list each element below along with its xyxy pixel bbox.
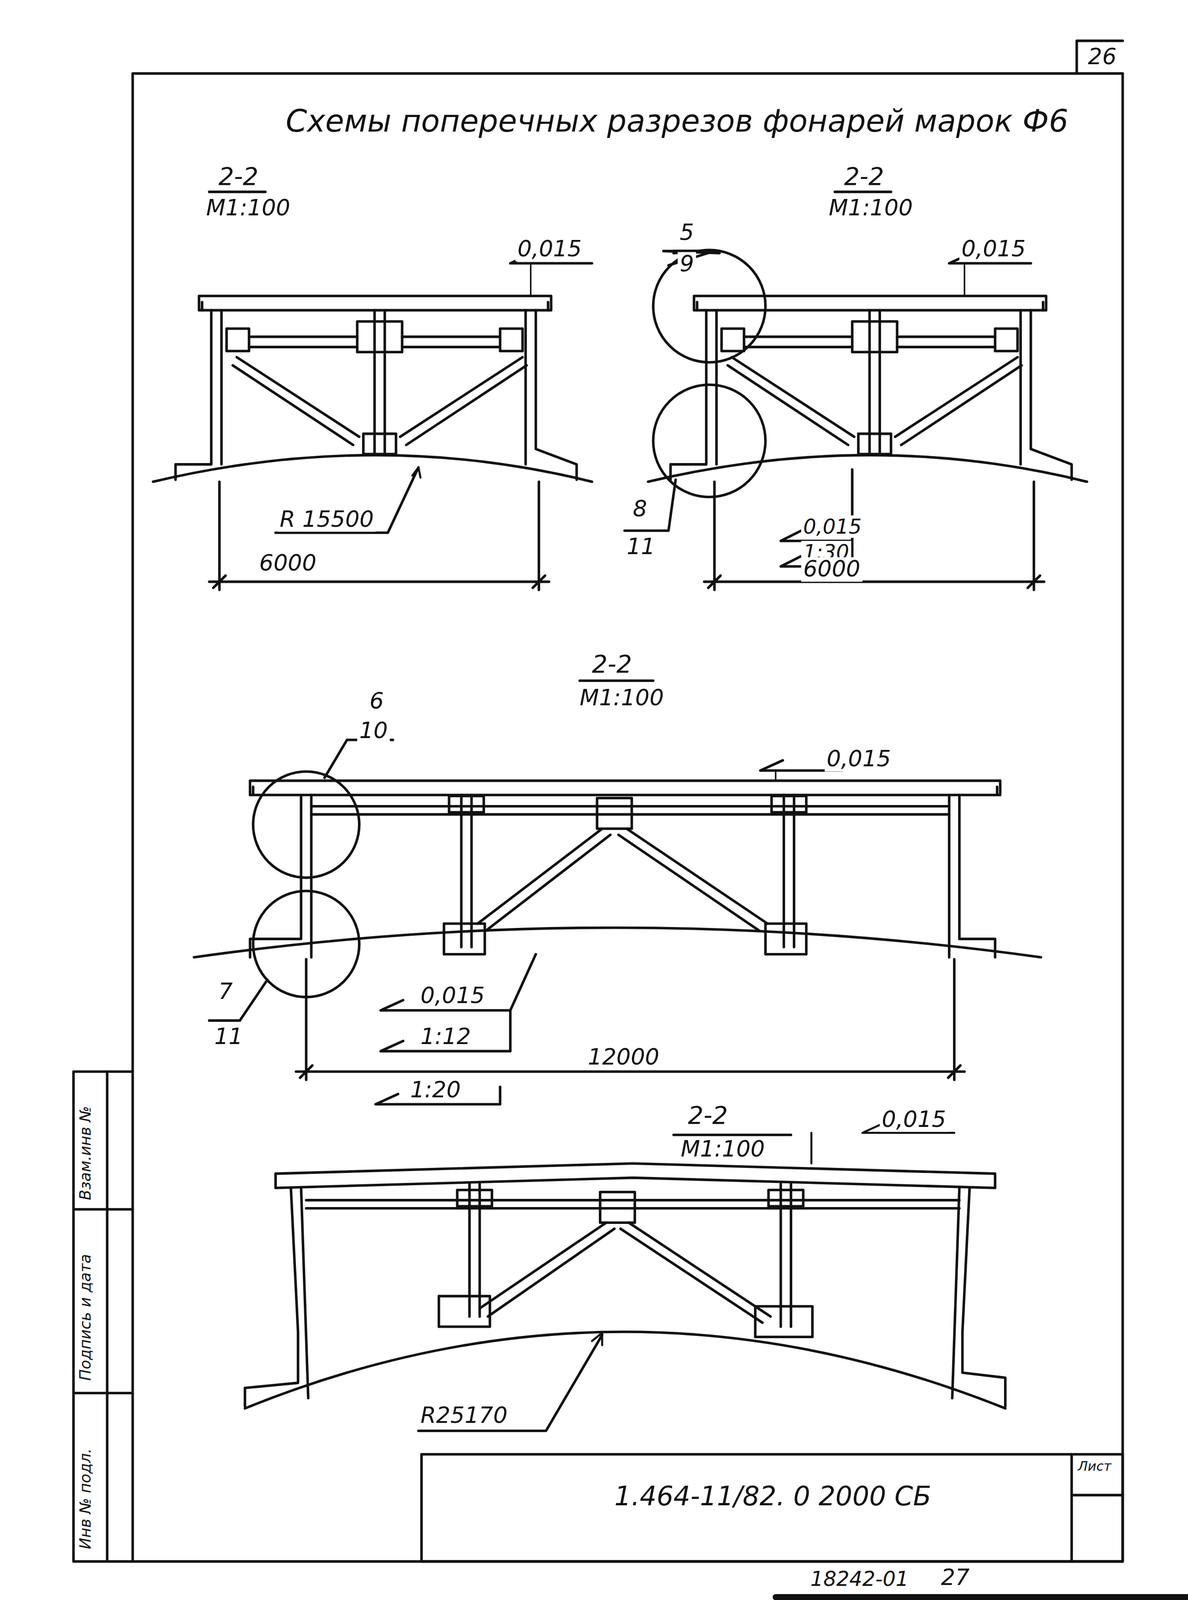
section-mark: 2-2 xyxy=(841,163,887,191)
slope: 0,015 xyxy=(800,515,864,538)
section-mark: 2-2 xyxy=(685,1102,730,1130)
callout-number: 5 xyxy=(677,220,696,245)
dimension: 6000 xyxy=(257,550,319,576)
sheet-number: 26 xyxy=(1086,45,1119,70)
sheet-title: Схемы поперечных разрезов фонарей марок … xyxy=(283,104,1071,138)
section-mark: 2-2 xyxy=(590,651,635,679)
callout-sheet: 10 xyxy=(356,718,390,744)
dimension: 6000 xyxy=(800,557,862,582)
slope: 0,015 xyxy=(824,747,893,772)
callout-number: 8 xyxy=(630,497,649,522)
stamp-field: Взам.инв № xyxy=(77,1103,95,1203)
radius: R25170 xyxy=(418,1403,510,1428)
scale: М1:100 xyxy=(203,195,293,221)
section-mark: 2-2 xyxy=(216,163,261,191)
callout-sheet: 11 xyxy=(212,1024,245,1050)
callout-number: 7 xyxy=(216,979,235,1005)
callout-sheet: 9 xyxy=(677,252,696,277)
drawing-code: 1.464-11/82. 0 2000 СБ xyxy=(612,1482,934,1512)
slope: 0,015 xyxy=(879,1107,949,1132)
radius: R 15500 xyxy=(277,507,377,532)
scale: М1:100 xyxy=(678,1137,768,1162)
slope: 0,015 xyxy=(418,984,487,1009)
callout-sheet: 11 xyxy=(624,534,658,560)
slope: 1:20 xyxy=(408,1077,464,1103)
slope: 1:12 xyxy=(418,1024,474,1050)
stamp-field: Инв № подл. xyxy=(77,1446,95,1552)
sheet-label: Лист xyxy=(1075,1459,1114,1474)
dimension: 12000 xyxy=(586,1045,662,1070)
slope: 0,015 xyxy=(959,236,1028,262)
page-number: 27 xyxy=(938,1565,972,1591)
archive-number: 18242-01 xyxy=(808,1567,911,1591)
callout-number: 6 xyxy=(367,688,386,714)
scale: М1:100 xyxy=(826,195,916,221)
slope: 0,015 xyxy=(515,236,584,262)
scale: М1:100 xyxy=(577,685,667,711)
stamp-field: Подпись и дата xyxy=(77,1252,95,1383)
